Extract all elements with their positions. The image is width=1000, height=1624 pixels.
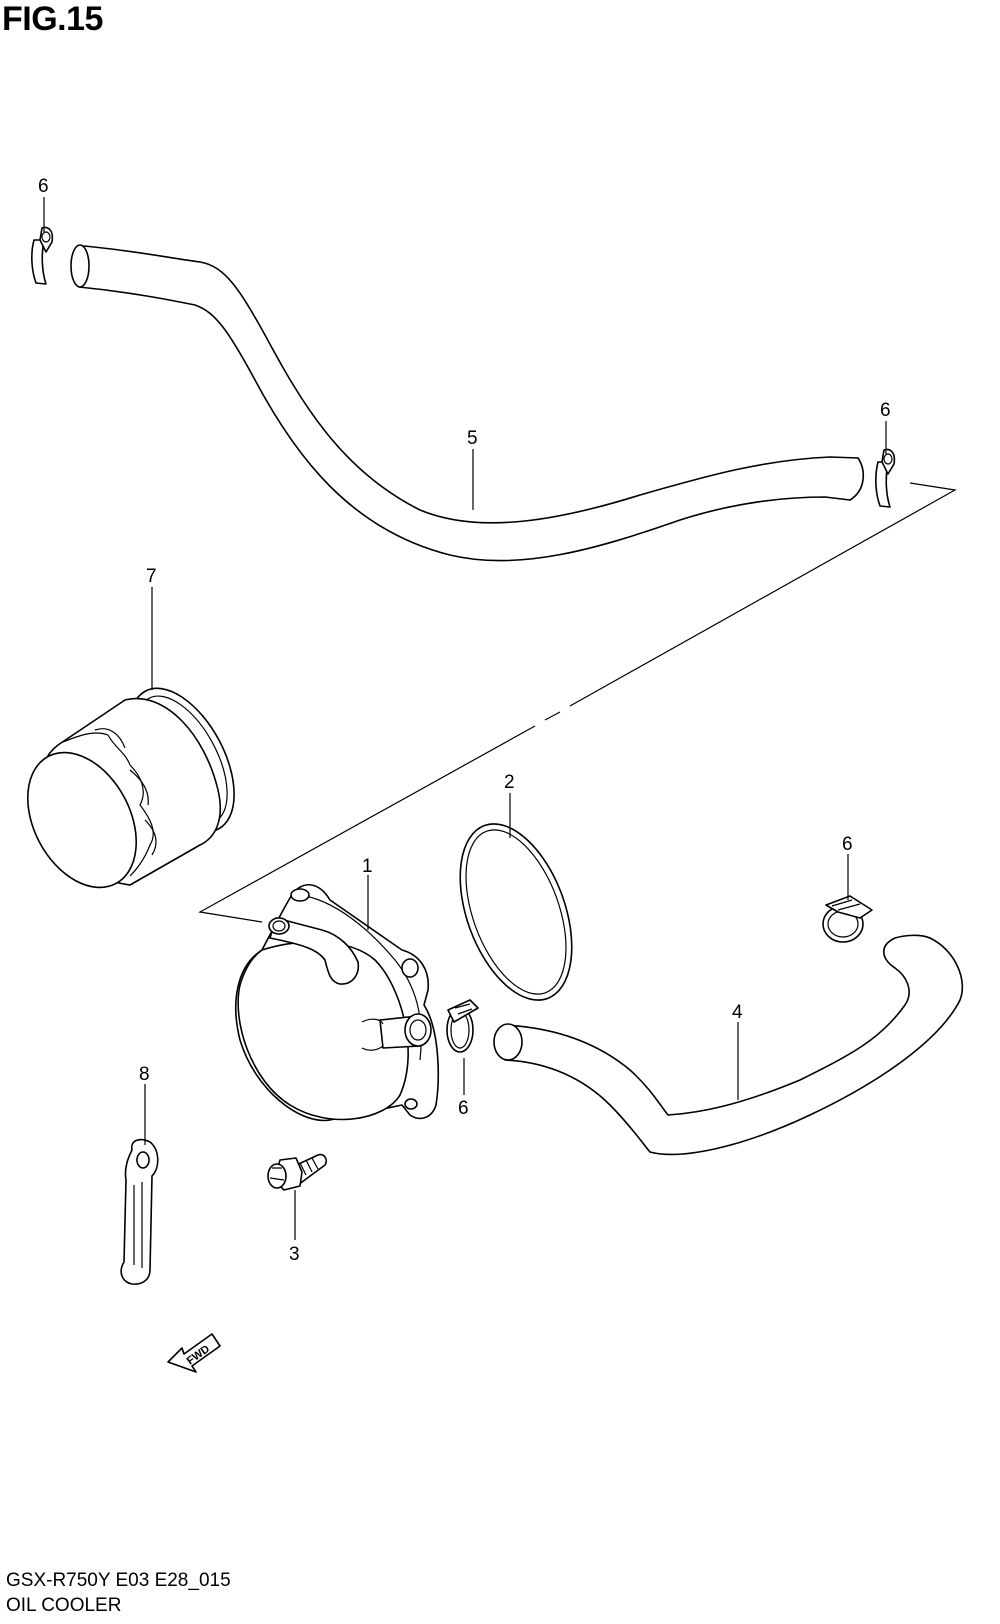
callout-2: 2 bbox=[504, 772, 515, 793]
figure-title: FIG.15 bbox=[2, 0, 103, 38]
oil-filter-7[interactable] bbox=[6, 671, 256, 906]
callout-5: 5 bbox=[467, 428, 478, 449]
callout-6-right: 6 bbox=[842, 834, 853, 855]
forward-direction-arrow: FWD bbox=[167, 1333, 221, 1373]
callout-6-upper-right: 6 bbox=[880, 400, 891, 421]
callout-3: 3 bbox=[289, 1244, 300, 1265]
section-name: OIL COOLER bbox=[6, 1595, 122, 1616]
callout-6-center: 6 bbox=[458, 1098, 469, 1119]
callout-1: 1 bbox=[362, 856, 373, 877]
oil-cooler-1[interactable] bbox=[234, 883, 439, 1122]
callout-4: 4 bbox=[732, 1002, 743, 1023]
leader-lines bbox=[43, 197, 887, 1240]
hose-clamp-6-right[interactable] bbox=[822, 895, 873, 943]
bolt-3[interactable] bbox=[267, 1153, 327, 1191]
hose-5[interactable] bbox=[70, 244, 865, 562]
o-ring-2[interactable] bbox=[438, 809, 593, 1015]
hose-clamp-6-upper-right[interactable] bbox=[875, 448, 896, 508]
bracket-8[interactable] bbox=[120, 1138, 159, 1285]
callout-6-upper-left: 6 bbox=[38, 176, 49, 197]
callout-7: 7 bbox=[146, 566, 157, 587]
callout-8: 8 bbox=[139, 1064, 150, 1085]
hose-4[interactable] bbox=[493, 934, 964, 1156]
model-code: GSX-R750Y E03 E28_015 bbox=[6, 1570, 231, 1591]
hose-clamp-6-center[interactable] bbox=[446, 999, 479, 1053]
hose-clamp-6-upper-left[interactable] bbox=[31, 226, 54, 285]
assembly-reference-line bbox=[198, 482, 957, 923]
